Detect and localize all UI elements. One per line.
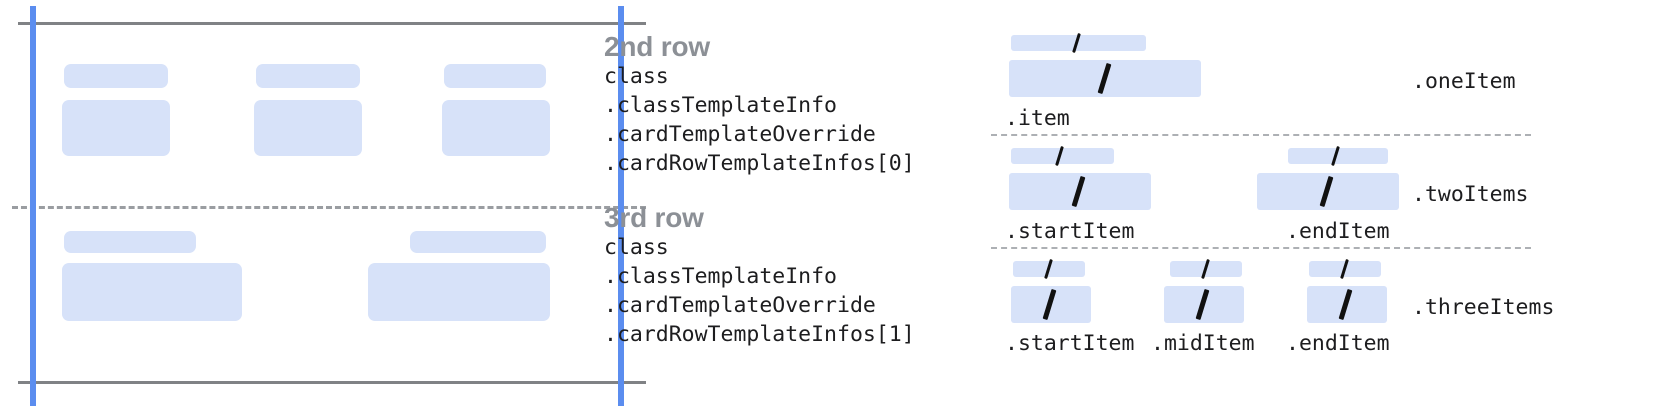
title-placeholder	[64, 64, 168, 88]
title-placeholder	[64, 231, 196, 253]
third-row-annotation: 3rd row class .classTemplateInfo .cardTe…	[604, 203, 915, 349]
content-placeholder	[368, 263, 550, 321]
legend-divider-dashed	[991, 247, 1531, 249]
group-label: .twoItems	[1412, 182, 1529, 207]
content-placeholder	[442, 100, 550, 156]
annotation-title: 3rd row	[604, 202, 704, 233]
title-placeholder	[256, 64, 360, 88]
card-top-boundary	[18, 22, 646, 25]
annotation-code-line: class	[604, 235, 669, 260]
annotation-code-line: class	[604, 64, 669, 89]
title-placeholder	[1011, 35, 1146, 51]
annotation-code-line: .cardTemplateOverride	[604, 122, 876, 147]
title-placeholder	[1288, 148, 1388, 164]
content-placeholder	[62, 263, 242, 321]
item-caption: .startItem	[1005, 331, 1135, 356]
content-placeholder	[254, 100, 362, 156]
item-caption: .endItem	[1286, 331, 1390, 356]
group-label: .threeItems	[1412, 295, 1555, 320]
annotation-title: 2nd row	[604, 31, 710, 62]
annotation-code-line: .cardTemplateOverride	[604, 293, 876, 318]
legend-divider-dashed	[991, 134, 1531, 136]
card-bottom-boundary	[18, 381, 646, 384]
annotation-code-line: .classTemplateInfo	[604, 264, 837, 289]
right-margin-guide	[618, 6, 624, 406]
group-label: .oneItem	[1412, 69, 1516, 94]
item-caption: .item	[1005, 106, 1070, 131]
left-margin-guide	[30, 6, 36, 406]
annotation-code-line: .cardRowTemplateInfos[1]	[604, 322, 915, 347]
item-caption: .midItem	[1151, 331, 1255, 356]
title-placeholder	[1011, 148, 1114, 164]
title-placeholder	[444, 64, 546, 88]
annotation-code-line: .cardRowTemplateInfos[0]	[604, 151, 915, 176]
row-divider-dashed	[12, 206, 646, 209]
annotation-code-line: .classTemplateInfo	[604, 93, 837, 118]
second-row-annotation: 2nd row class .classTemplateInfo .cardTe…	[604, 32, 915, 178]
content-placeholder	[62, 100, 170, 156]
item-caption: .endItem	[1286, 219, 1390, 244]
item-caption: .startItem	[1005, 219, 1135, 244]
title-placeholder	[410, 231, 546, 253]
